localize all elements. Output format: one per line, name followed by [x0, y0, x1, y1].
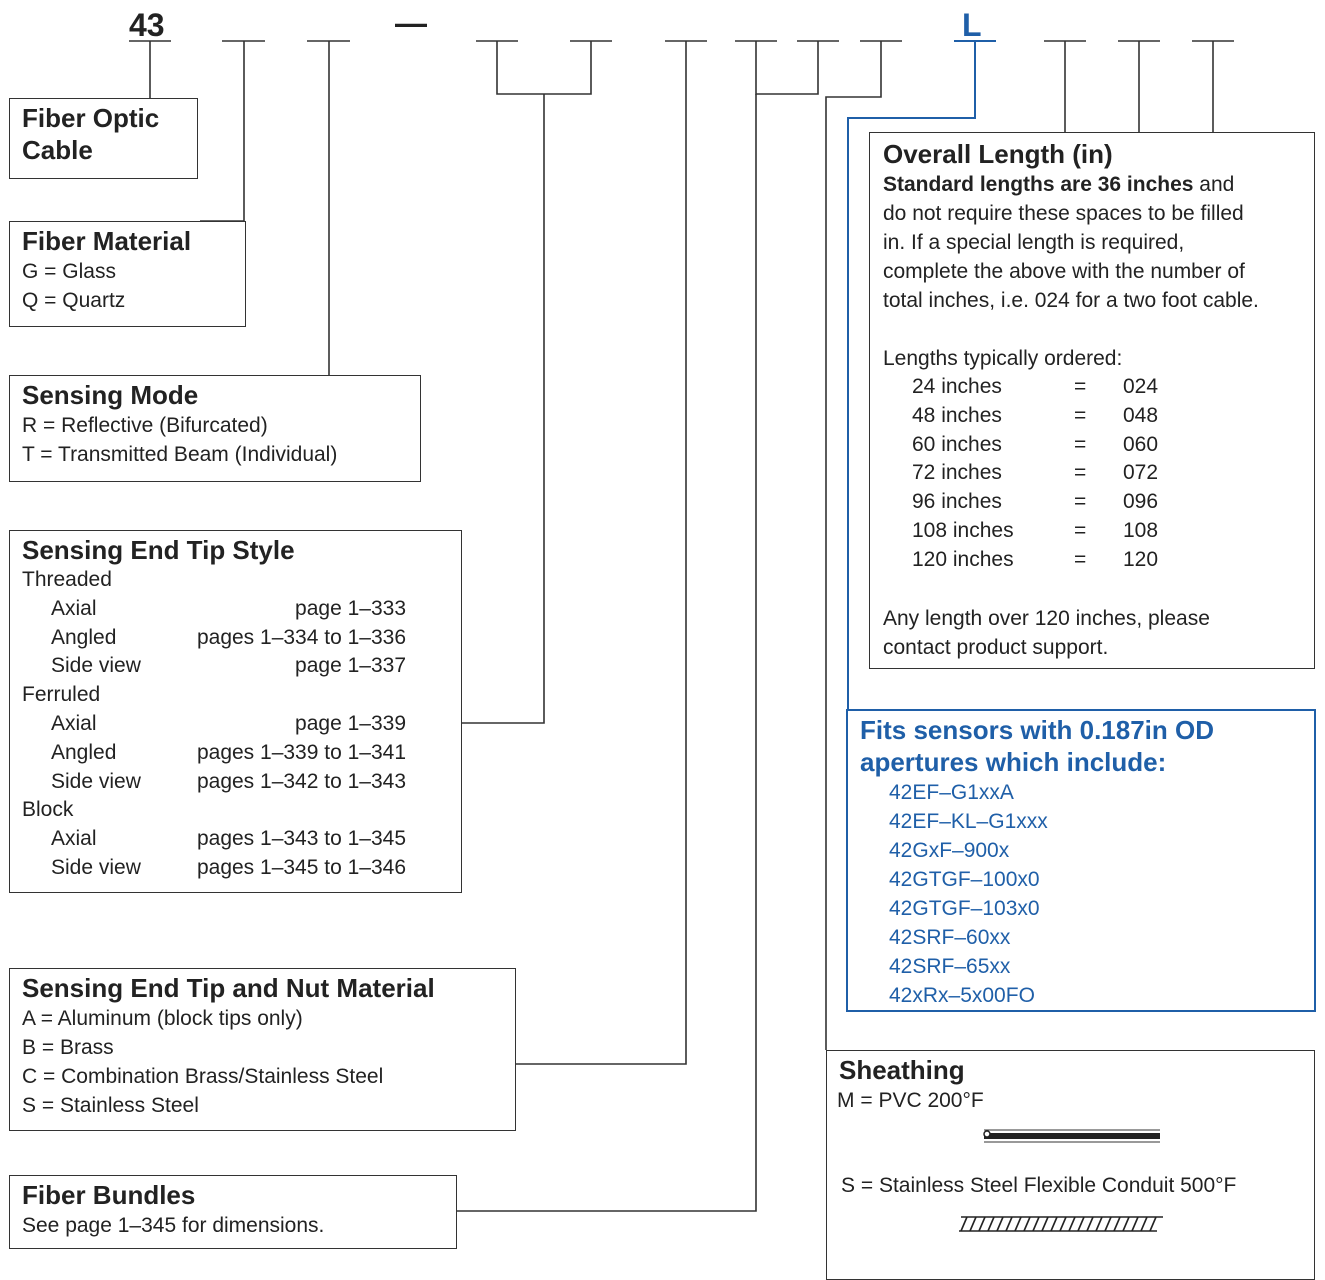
fiber-optic-cable-box: Fiber Optic Cable — [9, 98, 198, 179]
overall-length-text: total inches, i.e. 024 for a two foot ca… — [883, 289, 1259, 312]
fiber-optic-title-line2: Cable — [22, 135, 93, 165]
tip-group-block: Block — [22, 798, 74, 822]
fixed-letter-code: L — [962, 7, 982, 43]
overall-length-footer: contact product support. — [883, 635, 1109, 659]
overall-length-footer: Any length over 120 inches, please — [883, 606, 1210, 630]
sensor-model: 42EF–KL–G1xxx — [889, 810, 1048, 833]
tip-material-option: A = Aluminum (block tips only) — [22, 1007, 303, 1030]
overall-length-intro: Standard lengths are 36 inches and — [883, 173, 1235, 196]
tip-material-box: Sensing End Tip and Nut Material A = Alu… — [9, 968, 516, 1131]
flexible-conduit-icon — [959, 1216, 1163, 1232]
fiber-bundles-note: See page 1–345 for dimensions. — [22, 1214, 325, 1237]
sensor-model: 42GTGF–100x0 — [889, 868, 1040, 891]
sensing-mode-option: R = Reflective (Bifurcated) — [22, 414, 268, 437]
overall-length-box: Overall Length (in) Standard lengths are… — [869, 132, 1315, 669]
sensor-model: 42SRF–65xx — [889, 955, 1011, 978]
fiber-material-box: Fiber Material G = Glass Q = Quartz — [9, 221, 246, 327]
sensor-model: 42GTGF–103x0 — [889, 897, 1040, 920]
fiber-material-option: G = Glass — [22, 260, 116, 283]
fiber-material-title: Fiber Material — [22, 226, 192, 256]
tip-material-title: Sensing End Tip and Nut Material — [22, 973, 435, 1003]
fiber-optic-title-line1: Fiber Optic — [22, 103, 160, 133]
prefix-code: 43 — [129, 7, 165, 43]
sheathing-title: Sheathing — [839, 1055, 965, 1085]
sheathing-box: Sheathing M = PVC 200°F S = Stainless St… — [826, 1050, 1315, 1280]
typical-length-row: 60 inches=060 — [912, 432, 1159, 456]
overall-length-text: in. If a special length is required, — [883, 231, 1185, 254]
sensing-mode-title: Sensing Mode — [22, 380, 199, 410]
typical-length-row: 24 inches=024 — [912, 375, 1159, 398]
fits-title-line2: apertures which include: — [860, 747, 1167, 777]
sensing-mode-option: T = Transmitted Beam (Individual) — [22, 443, 338, 466]
fiber-bundles-box: Fiber Bundles See page 1–345 for dimensi… — [9, 1175, 457, 1249]
typical-length-row: 72 inches=072 — [912, 461, 1159, 485]
overall-length-text: do not require these spaces to be filled — [883, 202, 1244, 225]
sensor-model: 42EF–G1xxA — [889, 781, 1014, 804]
sheathing-option-pvc: M = PVC 200°F — [837, 1089, 984, 1112]
typical-length-row: 108 inches=108 — [912, 518, 1159, 542]
tip-style-title: Sensing End Tip Style — [22, 535, 295, 565]
typical-lengths-heading: Lengths typically ordered: — [883, 347, 1123, 370]
typical-length-row: 96 inches=096 — [912, 490, 1159, 514]
tip-group-threaded: Threaded — [22, 568, 112, 591]
tip-material-option: S = Stainless Steel — [22, 1094, 199, 1117]
fiber-material-option: Q = Quartz — [22, 289, 126, 312]
tip-material-option: B = Brass — [22, 1036, 114, 1059]
sensing-mode-box: Sensing Mode R = Reflective (Bifurcated)… — [9, 375, 421, 482]
fiber-bundles-title: Fiber Bundles — [22, 1180, 196, 1210]
pvc-cable-icon — [983, 1129, 1160, 1143]
tip-group-ferruled: Ferruled — [22, 683, 101, 707]
typical-length-row: 120 inches=120 — [912, 547, 1159, 571]
overall-length-title: Overall Length (in) — [883, 139, 1113, 169]
code-dash: — — [395, 5, 427, 41]
overall-length-text: complete the above with the number of — [883, 260, 1245, 283]
fits-sensors-box: Fits sensors with 0.187in OD apertures w… — [846, 709, 1316, 1012]
sensor-model: 42xRx–5x00FO — [889, 984, 1035, 1007]
typical-length-row: 48 inches=048 — [912, 403, 1159, 427]
sheathing-option-steel: S = Stainless Steel Flexible Conduit 500… — [841, 1174, 1237, 1197]
sensor-model: 42GxF–900x — [889, 839, 1010, 862]
tip-material-option: C = Combination Brass/Stainless Steel — [22, 1065, 384, 1088]
sensor-model: 42SRF–60xx — [889, 926, 1011, 949]
fits-title-line1: Fits sensors with 0.187in OD — [860, 715, 1214, 745]
